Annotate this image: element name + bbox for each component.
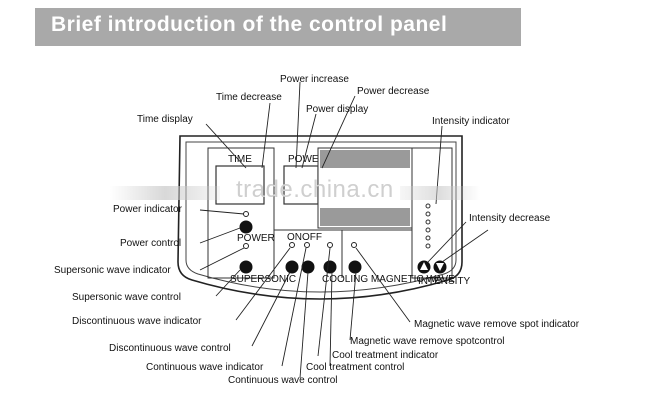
intensity-led bbox=[425, 227, 431, 233]
label-magnetic-control: Magnetic wave remove spotcontrol bbox=[350, 336, 505, 347]
intensity-led bbox=[425, 243, 431, 249]
main-screen-bottom bbox=[320, 208, 410, 226]
blur-artifact bbox=[400, 186, 480, 200]
page-title: Brief introduction of the control panel bbox=[51, 13, 448, 36]
label-intensity-indicator: Intensity indicator bbox=[432, 116, 510, 127]
label-continuous-indicator: Continuous wave indicator bbox=[146, 362, 264, 373]
cool-indicator-led bbox=[327, 242, 333, 248]
label-time-display: Time display bbox=[137, 114, 193, 125]
label-cool-control: Cool treatment control bbox=[306, 362, 404, 373]
label-continuous-control: Continuous wave control bbox=[228, 375, 338, 386]
power-indicator-led bbox=[243, 211, 249, 217]
label-supersonic-control: Supersonic wave control bbox=[72, 292, 181, 303]
intensity-led bbox=[425, 235, 431, 241]
continuous-button[interactable] bbox=[301, 260, 315, 274]
intensity-leds bbox=[425, 203, 431, 249]
label-power-increase: Power increase bbox=[280, 74, 349, 85]
magnetic-indicator-led bbox=[351, 242, 357, 248]
power-button[interactable] bbox=[239, 220, 253, 234]
power-box-label: POWER bbox=[288, 154, 326, 165]
supersonic-indicator-led bbox=[243, 243, 249, 249]
continuous-indicator-led bbox=[304, 242, 310, 248]
label-power-indicator: Power indicator bbox=[113, 204, 183, 215]
label-intensity-decrease: Intensity decrease bbox=[469, 213, 551, 224]
label-discontinuous-indicator: Discontinuous wave indicator bbox=[72, 316, 202, 327]
time-section bbox=[207, 147, 275, 279]
down-arrow-icon bbox=[436, 263, 444, 271]
up-arrow-icon bbox=[420, 262, 428, 270]
panel-inner-outline bbox=[185, 141, 457, 293]
label-power-display: Power display bbox=[306, 104, 368, 115]
watermark-text: trade.china.cn bbox=[236, 176, 394, 203]
magnetic-button[interactable] bbox=[348, 260, 362, 274]
discontinuous-indicator-led bbox=[289, 242, 295, 248]
label-supersonic-indicator: Supersonic wave indicator bbox=[54, 265, 171, 276]
main-screen-top bbox=[320, 150, 410, 168]
supersonic-button-label: SUPERSONIC bbox=[230, 274, 296, 285]
supersonic-button[interactable] bbox=[239, 260, 253, 274]
cool-button[interactable] bbox=[323, 260, 337, 274]
power-button-label: POWER bbox=[237, 233, 275, 244]
intensity-led bbox=[425, 203, 431, 209]
power-display-small bbox=[283, 165, 319, 205]
intensity-led bbox=[425, 211, 431, 217]
time-box-label: TIME bbox=[228, 154, 252, 165]
leader-lines bbox=[199, 81, 489, 379]
label-cool-indicator: Cool treatment indicator bbox=[332, 350, 439, 361]
label-magnetic-indicator: Magnetic wave remove spot indicator bbox=[414, 319, 580, 330]
label-time-decrease: Time decrease bbox=[216, 92, 282, 103]
blur-artifact bbox=[110, 186, 220, 200]
title-banner: Brief introduction of the control panel bbox=[35, 8, 521, 46]
intensity-panel-label: INTENSITY bbox=[418, 276, 471, 287]
intensity-led bbox=[425, 219, 431, 225]
label-discontinuous-control: Discontinuous wave control bbox=[109, 343, 231, 354]
label-power-control: Power control bbox=[120, 238, 181, 249]
cool-magnetic-label: COOLING MAGNETIC WAVE bbox=[322, 274, 455, 285]
time-display bbox=[215, 165, 265, 205]
label-power-decrease: Power decrease bbox=[357, 86, 430, 97]
discontinuous-button[interactable] bbox=[285, 260, 299, 274]
off-label: OFF bbox=[302, 232, 322, 243]
on-label: ON bbox=[287, 232, 302, 243]
intensity-section bbox=[411, 147, 453, 279]
